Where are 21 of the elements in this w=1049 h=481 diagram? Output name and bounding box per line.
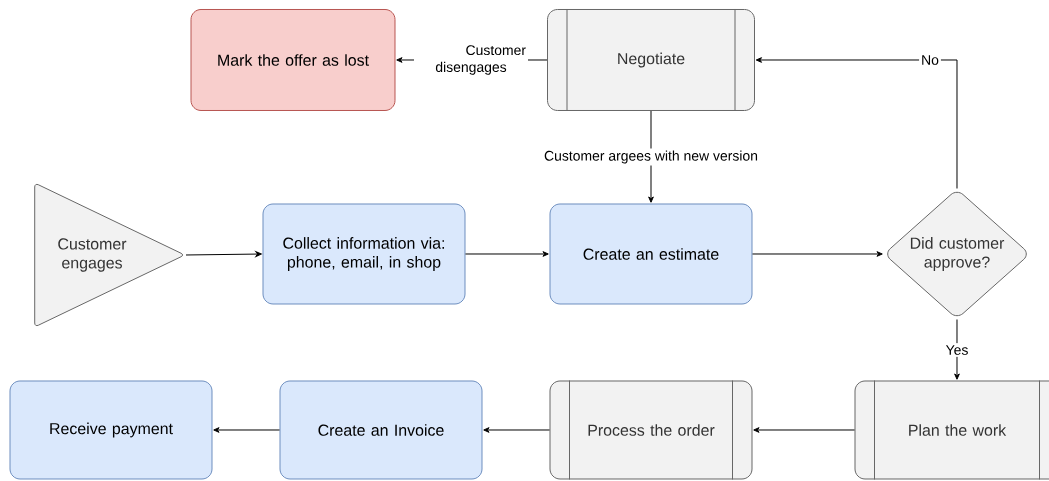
task-box: Receive payment	[9, 380, 213, 480]
edge-label: Yes	[943, 343, 971, 357]
arrow	[648, 110, 654, 203]
mark-lost-box: Mark the offer as lost	[190, 9, 396, 111]
edge-label: Customer disengages	[414, 43, 528, 77]
arrow	[752, 251, 883, 257]
process-box: Plan the work	[854, 380, 1049, 480]
arrow	[483, 427, 550, 433]
task-box: Create an Invoice	[279, 380, 483, 480]
arrow	[185, 251, 262, 257]
arrow	[465, 251, 549, 257]
edge-label: Customer argees with new version	[542, 148, 760, 166]
task-box: Create an estimate	[549, 203, 753, 305]
arrow	[755, 57, 958, 189]
arrow	[753, 427, 855, 433]
edge-label: No	[919, 53, 941, 67]
start-triangle: Customer engages	[34, 183, 184, 327]
arrow	[213, 427, 280, 433]
process-box: Negotiate	[547, 8, 755, 112]
process-box: Process the order	[549, 380, 753, 480]
task-box: Collect information via: phone, email, in shop	[262, 203, 466, 305]
